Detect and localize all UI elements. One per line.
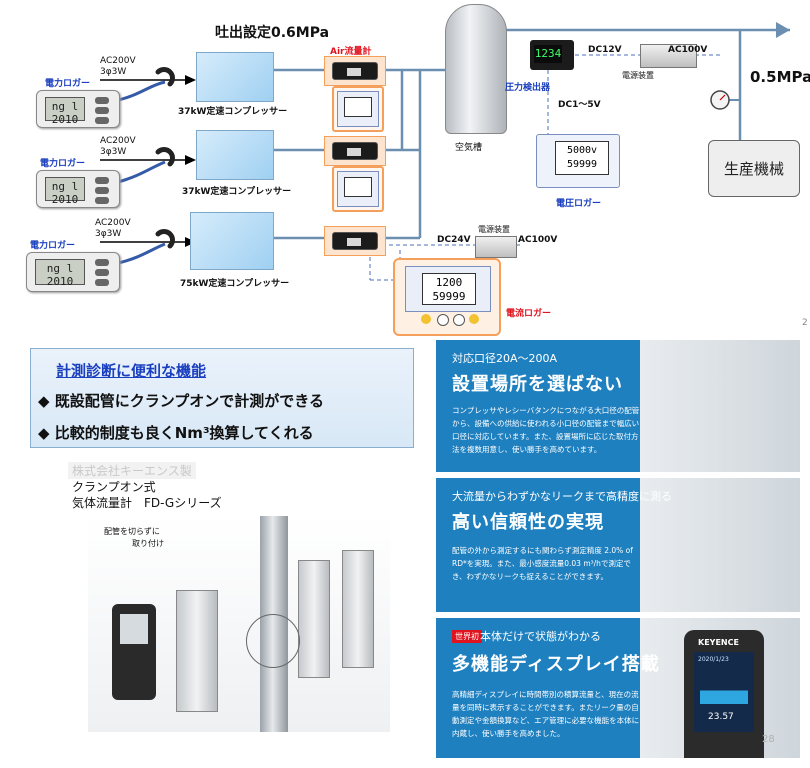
current-logger: 1200 59999 xyxy=(393,258,501,336)
panel-installation-photo xyxy=(640,340,800,472)
dc24v-label: DC24V xyxy=(437,235,471,245)
logger-reading-top: ng l xyxy=(46,262,74,275)
logger-reading-bottom: 2010 xyxy=(51,113,79,126)
voltage-reading-top: 5000v xyxy=(566,145,598,156)
product-type: クランプオン式 xyxy=(72,480,156,494)
callout-line1: 配管を切らずに xyxy=(104,527,160,536)
phase-label-1: 3φ3W xyxy=(100,67,127,77)
production-machine: 生産機械 xyxy=(708,140,800,197)
panel1-sub: 対応口径20A～200A xyxy=(452,352,558,365)
logger-reading-bottom: 2010 xyxy=(51,193,79,206)
power-supply-top xyxy=(640,44,697,68)
panel-display: KEYENCE 2020/1/23 23.57 世界初 本体だけで状態がわかる … xyxy=(436,618,800,758)
current-reading-top: 1200 xyxy=(435,276,463,289)
ac-label-2: AC200V xyxy=(100,136,136,146)
air-flow-meter-label: Air流量計 xyxy=(330,47,372,57)
bracket-part-1 xyxy=(298,560,330,678)
page-number-bottom: 28 xyxy=(762,734,775,745)
features-box xyxy=(30,348,414,448)
bracket-part-2 xyxy=(342,550,374,668)
system-diagram-lines xyxy=(100,22,790,281)
voltage-logger: 5000v 59999 xyxy=(536,134,620,188)
features-heading: 計測診断に便利な機能 xyxy=(56,362,207,380)
compressor-2 xyxy=(196,130,274,180)
pressure-display-digits: 1234 xyxy=(534,45,562,63)
panel-reliability: 大流量からわずかなリークまで高精度に測る 高い信頼性の実現 配管の外から測定する… xyxy=(436,478,800,612)
power-supply-top-label: 電源装置 xyxy=(622,71,654,80)
ac-label-1: AC200V xyxy=(100,56,136,66)
compressor-label-1: 37kW定速コンプレッサー xyxy=(178,107,288,117)
power-logger-label-3: 電力ロガー xyxy=(30,241,76,251)
logger-reading-top: ng l xyxy=(51,180,79,193)
air-flow-meter-3 xyxy=(332,232,378,250)
dc12v-label: DC12V xyxy=(588,45,622,55)
mounting-bracket xyxy=(176,590,218,712)
panel1-body: コンプレッサやレシーバタンクにつながる大口径の配管から、設備への供給に使われる小… xyxy=(452,406,640,454)
logger-reading-bottom: 2010 xyxy=(46,275,74,288)
ac-label-3: AC200V xyxy=(95,218,131,228)
air-flow-meter-2 xyxy=(332,142,378,160)
page-number-top: 2 xyxy=(802,318,808,328)
panel-display-photo: KEYENCE 2020/1/23 23.57 xyxy=(640,618,800,758)
logger-reading-top: ng l xyxy=(51,100,79,113)
feature-bullet-2: ◆ 比較的制度も良くNm³換算してくれる xyxy=(38,424,314,442)
voltage-logger-label: 電圧ロガー xyxy=(556,199,602,209)
flow-meter-unit xyxy=(112,604,156,700)
outlet-pressure-label: 0.5MPa xyxy=(750,68,810,86)
callout-line2: 取り付け xyxy=(132,539,164,548)
compressor-label-3: 75kW定速コンプレッサー xyxy=(180,279,290,289)
current-reading-bottom: 59999 xyxy=(432,290,466,303)
dc1-5v-label: DC1～5V xyxy=(558,100,601,110)
feature-bullet-1: ◆ 既設配管にクランプオンで計測ができる xyxy=(38,392,325,410)
panel-reliability-photo xyxy=(640,478,800,612)
phase-label-2: 3φ3W xyxy=(100,147,127,157)
screen-value: 23.57 xyxy=(708,712,734,722)
panel2-title: 高い信頼性の実現 xyxy=(452,512,604,533)
world-first-badge: 世界初 xyxy=(452,630,482,643)
panel3-body: 高精細ディスプレイに時間帯別の積算流量と、現在の流量を同時に表示することができま… xyxy=(452,690,640,738)
product-model: 気体流量計 FD-Gシリーズ xyxy=(72,496,222,510)
compressor-label-2: 37kW定速コンプレッサー xyxy=(182,187,292,197)
pressure-detector-label: 圧力検出器 xyxy=(505,83,551,93)
flow-mini-logger-2 xyxy=(332,166,384,212)
screen-date: 2020/1/23 xyxy=(698,656,729,663)
ac100v-bottom-label: AC100V xyxy=(518,235,558,245)
ac100v-top-label: AC100V xyxy=(668,45,708,55)
panel2-sub: 大流量からわずかなリークまで高精度に測る xyxy=(452,490,672,503)
compressor-3 xyxy=(190,212,274,270)
discharge-setting-title: 吐出設定0.6MPa xyxy=(215,25,330,41)
voltage-reading-bottom: 59999 xyxy=(566,159,598,170)
panel-installation: 対応口径20A～200A 設置場所を選ばない コンプレッサやレシーバタンクにつな… xyxy=(436,340,800,472)
panel2-body: 配管の外から測定するにも関わらず測定精度 2.0% of RD*を実現。また、最… xyxy=(452,546,633,581)
product-photo: 配管を切らずに 取り付け xyxy=(88,516,390,732)
flow-mini-logger-1 xyxy=(332,86,384,132)
panel3-sub: 本体だけで状態がわかる xyxy=(480,630,601,643)
receiver-tank-label: 空気槽 xyxy=(455,143,483,153)
power-logger-label-2: 電力ロガー xyxy=(40,159,86,169)
callout-circle xyxy=(246,614,300,668)
panel3-title: 多機能ディスプレイ搭載 xyxy=(452,654,660,675)
pressure-display: 1234 xyxy=(530,40,574,70)
compressor-1 xyxy=(196,52,274,102)
air-outlet-arrow xyxy=(776,22,790,38)
maker-label: 株式会社キーエンス製 xyxy=(68,462,196,479)
power-supply-bottom-label: 電源装置 xyxy=(478,225,510,234)
current-logger-label: 電流ロガー xyxy=(506,309,552,319)
phase-label-3: 3φ3W xyxy=(95,229,122,239)
keyence-brand: KEYENCE xyxy=(698,638,739,647)
panel1-title: 設置場所を選ばない xyxy=(452,374,623,395)
air-flow-meter-1 xyxy=(332,62,378,80)
power-logger-label-1: 電力ロガー xyxy=(45,79,91,89)
power-supply-bottom xyxy=(475,236,517,258)
receiver-tank xyxy=(445,4,507,134)
